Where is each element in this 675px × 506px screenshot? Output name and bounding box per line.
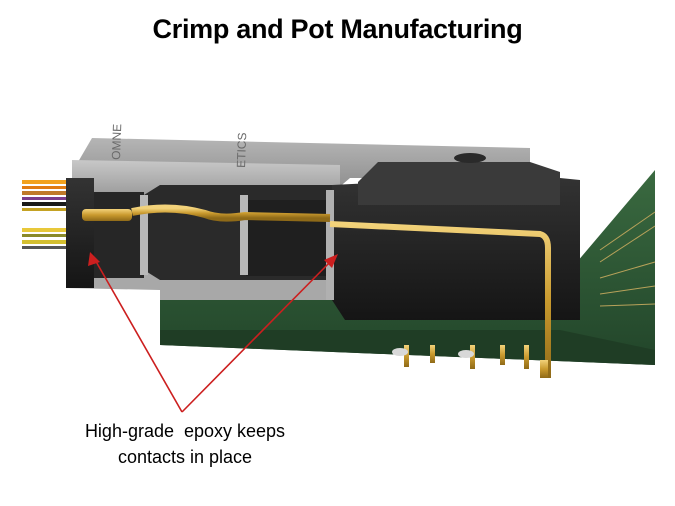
callout-caption-line2: contacts in place [117, 447, 253, 467]
wire-bundle [22, 180, 82, 249]
housing-marking: OMNE [109, 124, 124, 160]
pcb-pins [392, 345, 529, 369]
gold-contact [82, 204, 551, 378]
slide-title: Crimp and Pot Manufacturing [152, 14, 523, 44]
callout-arrows [88, 252, 338, 413]
metal-cutaway [140, 190, 334, 300]
callout-caption-line1: High-grade epoxy keeps [84, 421, 286, 441]
housing-marking: ETICS [234, 132, 249, 168]
